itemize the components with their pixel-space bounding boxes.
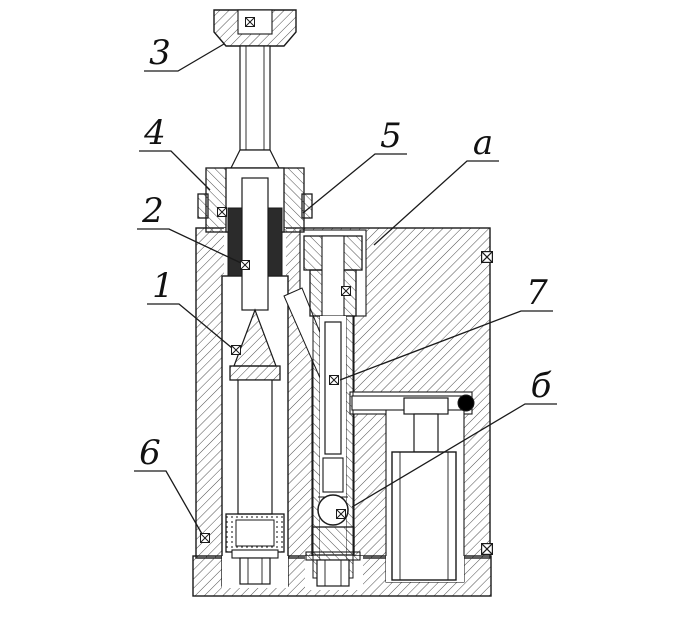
valve-assembly [303,235,363,587]
mark-fitting [341,286,351,296]
callout-7-leader [339,310,553,381]
piston-head [229,365,281,381]
callout-1: 1 [147,266,233,349]
valve-guide [322,457,344,493]
plunger-assembly [213,9,297,179]
callout-6-leader [134,470,203,535]
reservoir-cylinder [391,451,457,581]
callout-5-leader [302,153,407,214]
piston-nut-flange [231,549,279,559]
piston-assembly [225,308,285,585]
callout-2-leader [137,228,242,264]
packing-left [227,207,243,277]
gland-assembly [197,167,313,311]
reservoir-cap-flange [403,397,449,415]
mark-ball [336,509,346,519]
callout-7: 7 [339,273,553,381]
mark-gland [217,207,227,217]
callout-2: 2 [137,191,242,264]
valve-lower-gland [311,526,355,556]
handle-cap-slot [237,9,273,35]
mark-piston [231,345,241,355]
callout-a-leader [373,160,499,246]
callouts: 3 4 2 1 6 5 а 7 [134,33,557,535]
callout-a: а [373,123,499,246]
callout-4-text: 4 [143,113,166,153]
valve-stem [324,321,342,455]
mark-cap [245,17,255,27]
callout-4: 4 [139,113,211,191]
callout-6-text: 6 [139,433,161,473]
mark-valve-stem [329,375,339,385]
packing-right [267,207,283,277]
callout-5: 5 [302,116,407,214]
callout-b-leader [351,403,557,508]
discharge-plug [457,394,475,412]
piston-rod [237,379,273,515]
callout-1-text: 1 [152,266,174,306]
plunger-rod [241,177,269,311]
reservoir-assembly [351,394,475,581]
callout-7-text: 7 [526,273,548,313]
reservoir-cap-stem [413,413,439,453]
callout-2-text: 2 [141,191,164,231]
valve-nut [316,559,350,587]
callout-6: 6 [134,433,203,535]
callout-3-text: 3 [149,33,171,73]
mark-packing [240,260,250,270]
callout-4-leader [139,150,211,191]
piston-nut [239,557,271,585]
callout-5-text: 5 [380,116,402,156]
callout-a-text: а [473,123,493,163]
callout-3: 3 [144,33,225,73]
mark-bolt-bottom-right [481,542,493,556]
callout-b-text: б [531,366,552,406]
mark-bolt-top-right [481,251,493,263]
callout-3-leader [144,43,225,72]
plunger-stem [239,45,271,151]
piston-cup-core [235,519,275,547]
callout-1-leader [147,303,233,349]
fitting-bore [321,235,345,317]
valve-nut-flange [305,551,361,561]
mark-base-left [200,533,210,543]
callout-b: б [351,366,557,508]
